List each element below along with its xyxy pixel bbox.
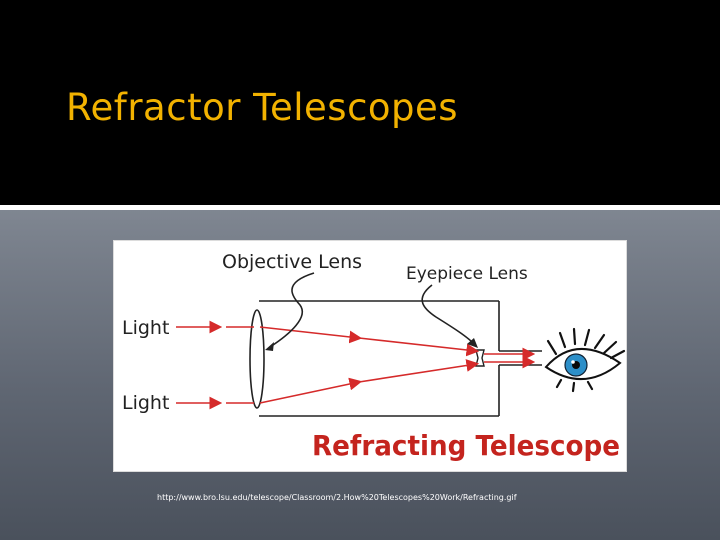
eyepiece-lens-label: Eyepiece Lens [406,264,528,284]
diagram-svg: Objective Lens Eyepiece Lens Light Light [122,251,626,462]
refracting-telescope-banner: Refracting Telescope [312,429,620,462]
eye-illustration [544,327,626,393]
light-rays [176,320,536,410]
title-divider [0,205,720,210]
eyepiece-pointer-arrowhead [467,338,478,348]
objective-pointer [269,272,315,348]
telescope-tube [259,300,542,417]
objective-lens [249,309,265,409]
objective-lens-label: Objective Lens [222,251,362,273]
objective-pointer-arrowhead [265,342,274,351]
light-label-top: Light [122,317,169,339]
eyepiece-pointer [421,284,476,346]
image-source-caption: http://www.bro.lsu.edu/telescope/Classro… [157,493,517,502]
slide-title: Refractor Telescopes [66,86,459,129]
title-band: Refractor Telescopes [0,0,720,205]
light-label-bottom: Light [122,392,169,414]
eyepiece-lens [475,349,485,367]
refracting-telescope-diagram: Objective Lens Eyepiece Lens Light Light [113,240,627,472]
